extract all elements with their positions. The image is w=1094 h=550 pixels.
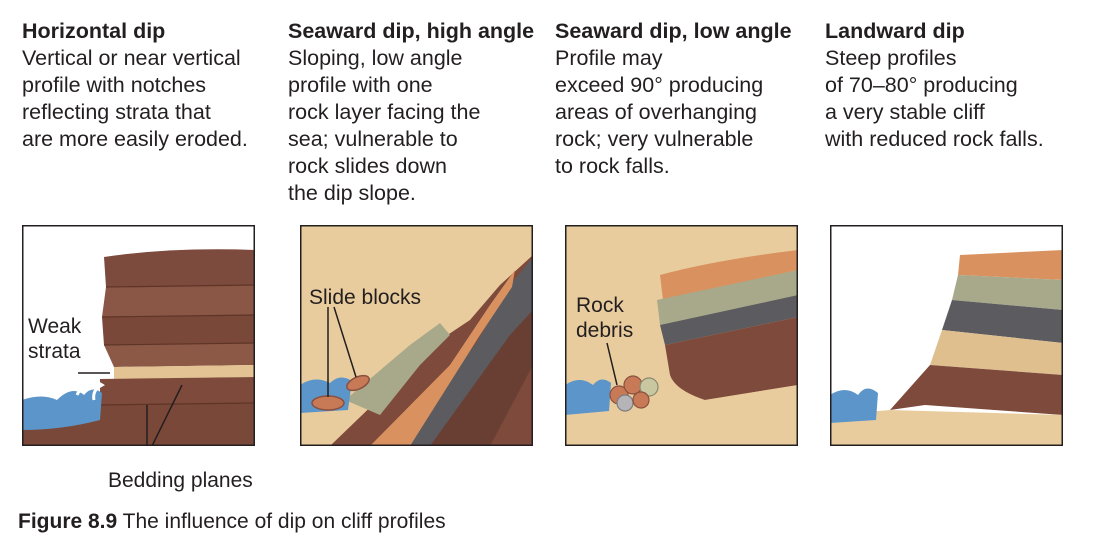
column-heading: Seaward dip, low angle [555,19,792,43]
column-seaward-dip-high: Seaward dip, high angle Sloping, low ang… [288,18,550,207]
label-bedding-planes: Bedding planes [108,469,253,492]
figure-caption: Figure 8.9 The influence of dip on cliff… [18,510,446,534]
label-rock-debris: Rock debris [576,294,634,342]
diagram-horizontal-dip [22,225,255,446]
column-body: Profile may exceed 90° producing areas o… [555,46,764,178]
column-horizontal-dip: Horizontal dip Vertical or near vertical… [22,18,284,153]
column-landward-dip: Landward dip Steep profiles of 70–80° pr… [825,18,1087,153]
column-heading: Landward dip [825,19,965,43]
column-body: Sloping, low angle profile with one rock… [288,46,481,205]
label-weak-strata: Weak strata [28,315,82,363]
column-heading: Seaward dip, high angle [288,19,535,43]
label-slide-blocks: Slide blocks [309,286,422,309]
diagram-landward-dip [830,225,1063,446]
column-body: Vertical or near vertical profile with n… [22,46,248,151]
diagram-seaward-dip-low [565,225,798,446]
column-heading: Horizontal dip [22,19,166,43]
column-seaward-dip-low: Seaward dip, low angle Profile may excee… [555,18,817,180]
caption-text: The influence of dip on cliff profiles [117,510,446,533]
diagram-seaward-dip-high [300,225,533,446]
figure-number: Figure 8.9 [18,510,118,533]
column-body: Steep profiles of 70–80° producing a ver… [825,46,1044,151]
